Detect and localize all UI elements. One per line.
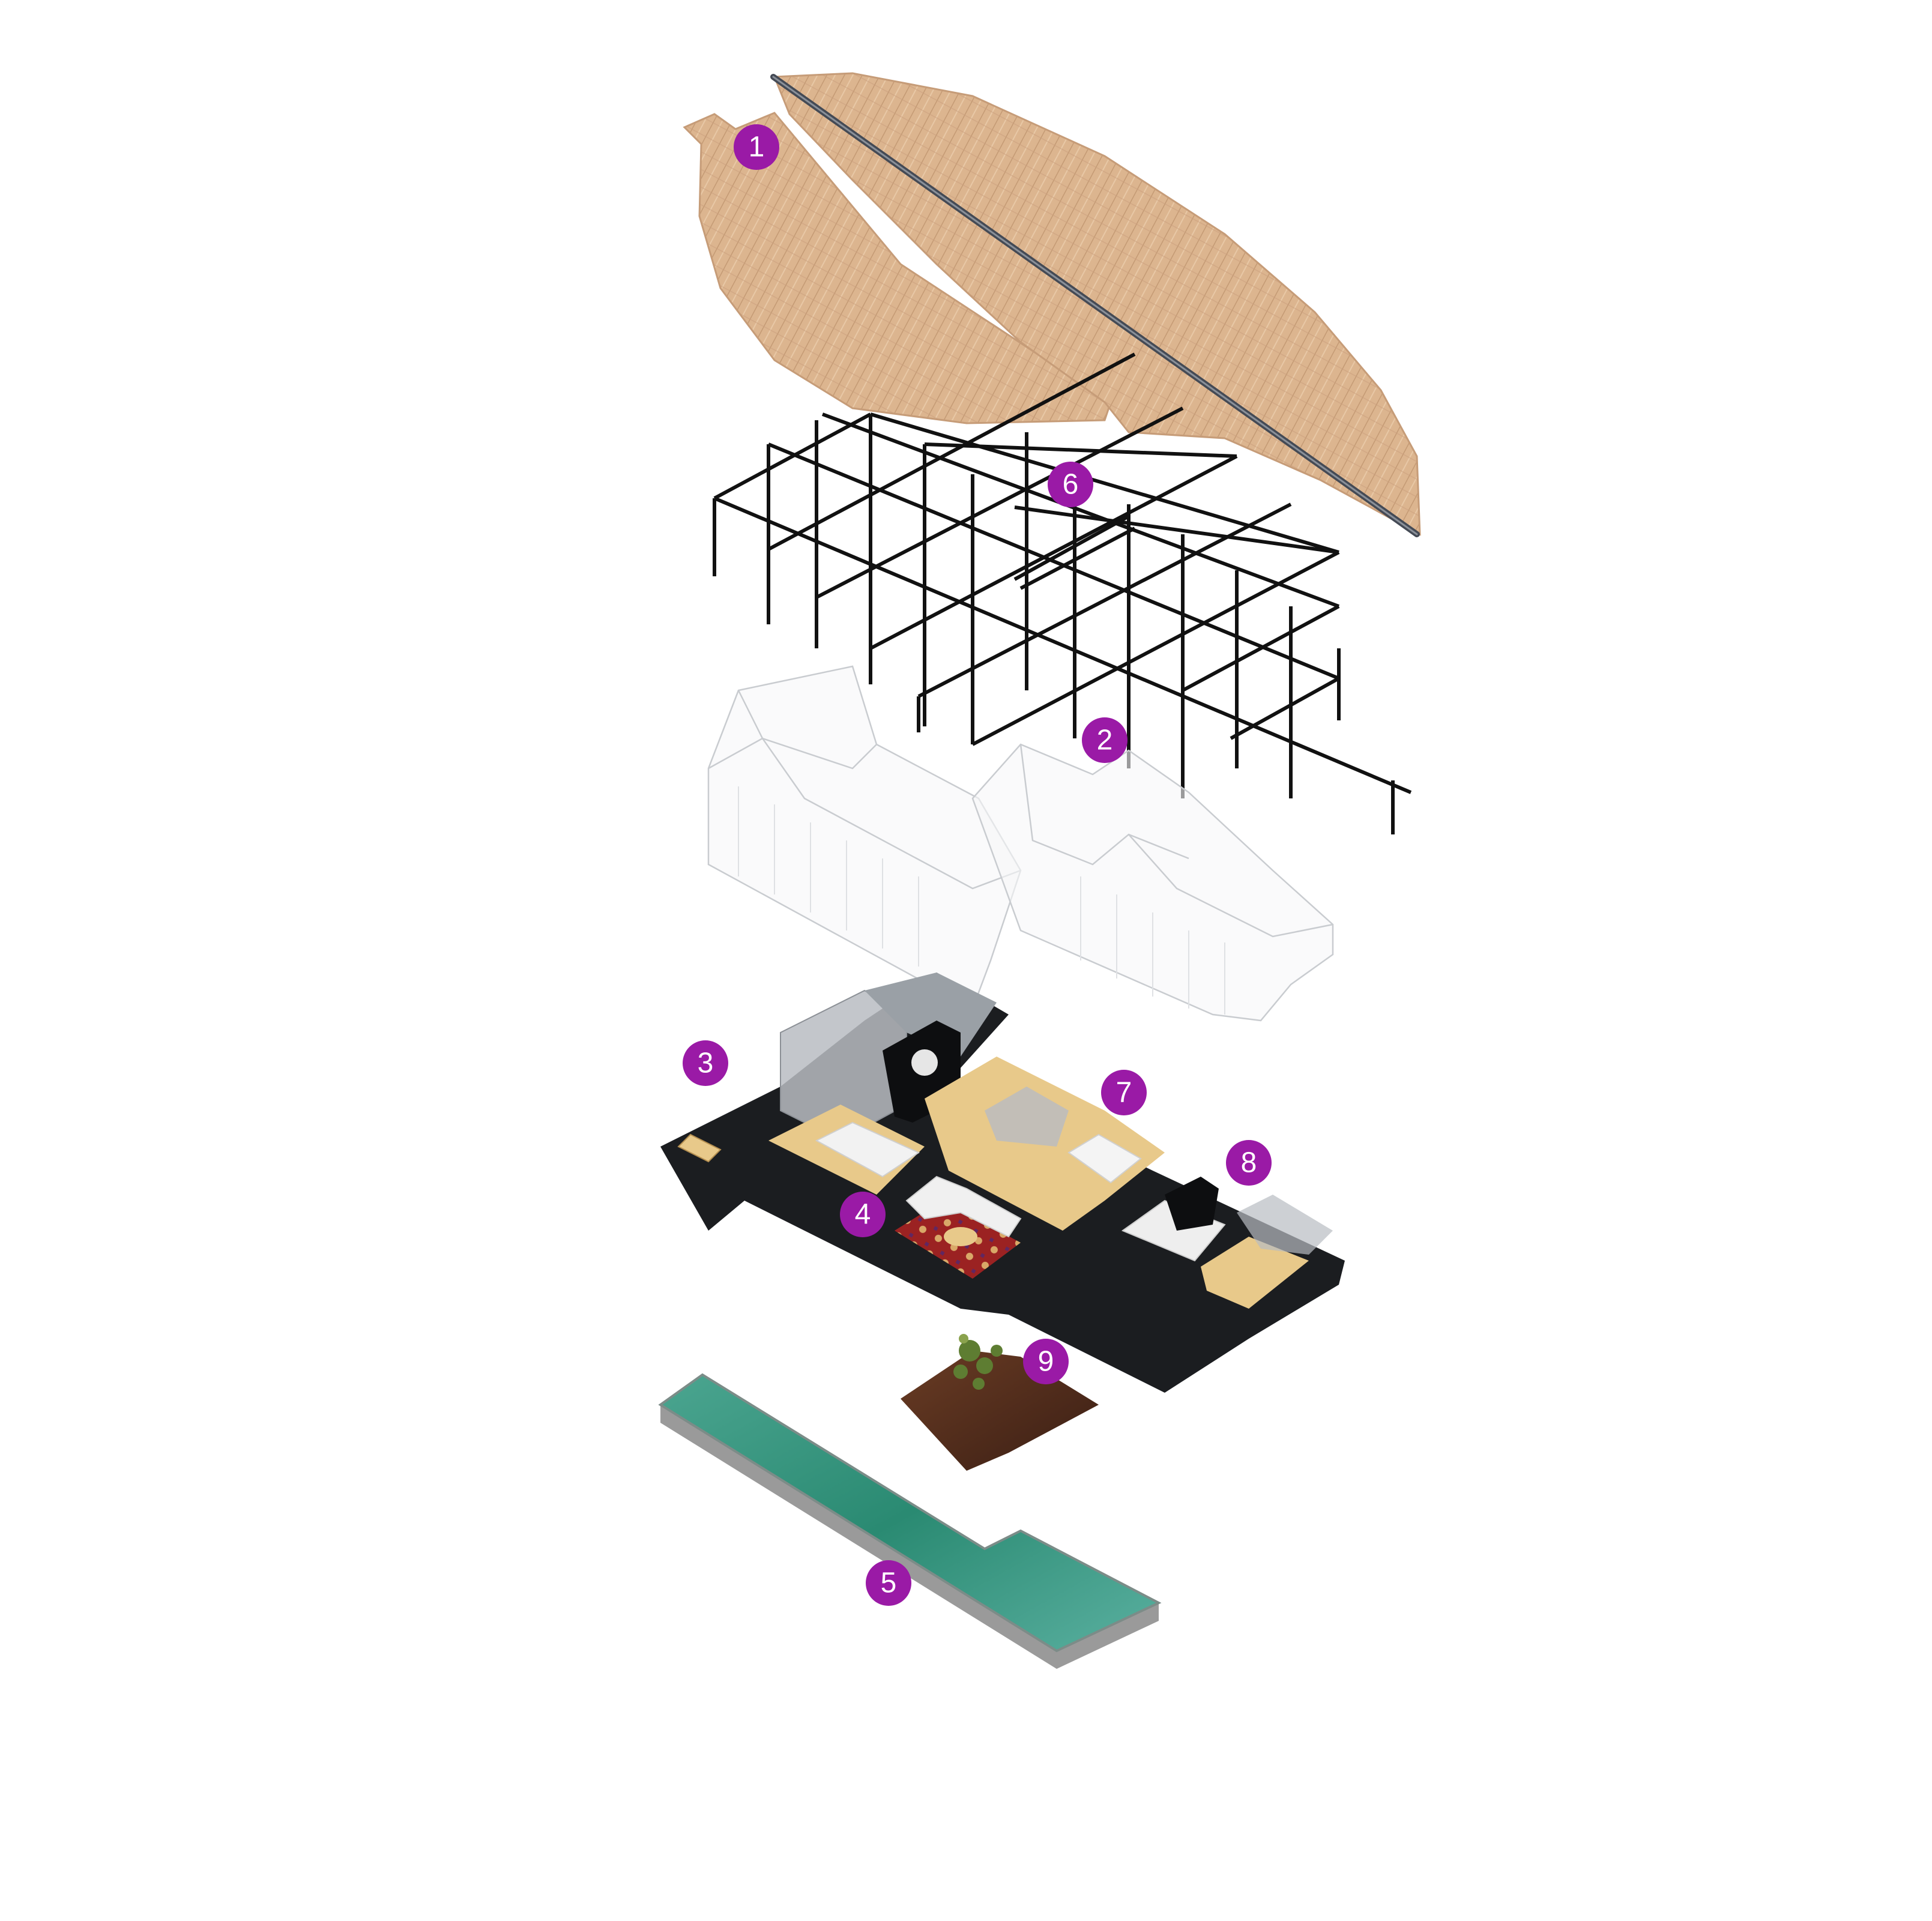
marker-4[interactable]: 4 xyxy=(840,1192,886,1237)
pool-layer xyxy=(658,1373,1162,1669)
tree-plant xyxy=(953,1334,1003,1390)
pool-water xyxy=(658,1373,1162,1653)
roof-left-leaf xyxy=(683,112,1112,424)
study-area xyxy=(1201,1237,1309,1309)
structural-frame-layer xyxy=(713,352,1412,834)
soil-patch xyxy=(901,1351,1099,1471)
marker-1[interactable]: 1 xyxy=(734,124,779,170)
svg-text:6: 6 xyxy=(1063,469,1079,501)
entry-bench xyxy=(677,1133,722,1163)
svg-text:9: 9 xyxy=(1038,1346,1054,1378)
bed-1 xyxy=(1067,1133,1142,1184)
marker-5[interactable]: 5 xyxy=(866,1560,911,1606)
marker-2[interactable]: 2 xyxy=(1082,717,1128,763)
svg-text:3: 3 xyxy=(698,1048,714,1079)
garden-planter-layer xyxy=(901,1334,1099,1471)
marker-8[interactable]: 8 xyxy=(1226,1140,1272,1186)
svg-text:5: 5 xyxy=(881,1567,897,1599)
svg-text:8: 8 xyxy=(1241,1147,1257,1179)
svg-text:2: 2 xyxy=(1097,725,1113,756)
marker-9[interactable]: 9 xyxy=(1023,1339,1069,1384)
living-sofa xyxy=(905,1175,1022,1238)
floor-plan-layer xyxy=(660,973,1345,1393)
markers: 1 2 3 4 5 6 7 8 xyxy=(683,124,1272,1606)
marker-7[interactable]: 7 xyxy=(1101,1070,1147,1115)
straw-roof-layer xyxy=(683,72,1421,537)
marker-6[interactable]: 6 xyxy=(1048,462,1093,507)
glass-envelope-layer xyxy=(707,665,1334,1022)
marker-3[interactable]: 3 xyxy=(683,1040,728,1086)
pool-side-wall xyxy=(660,1405,1159,1669)
svg-text:7: 7 xyxy=(1116,1077,1132,1109)
svg-text:4: 4 xyxy=(855,1199,871,1231)
svg-text:1: 1 xyxy=(749,131,765,163)
